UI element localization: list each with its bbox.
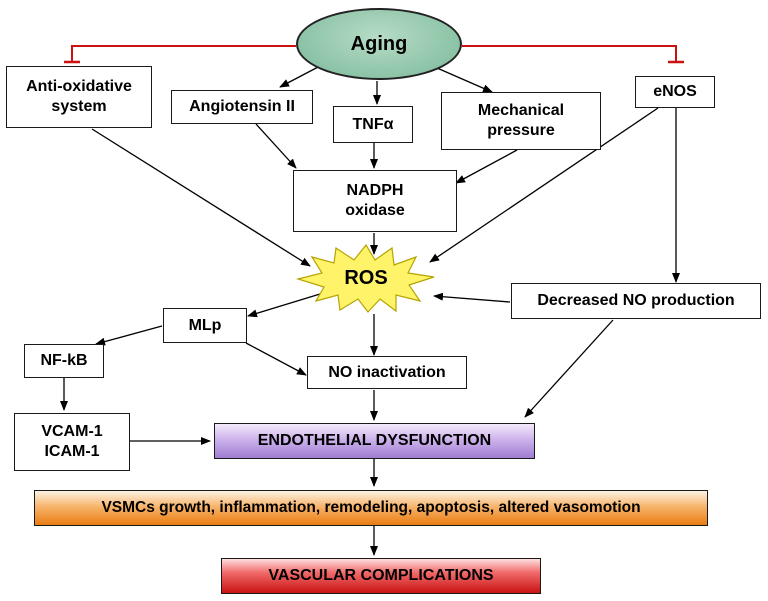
tnf-box: TNFα	[333, 106, 413, 143]
inhibition-aging-enos	[462, 45, 684, 64]
arrow-mechanical-nadph	[455, 149, 518, 184]
anti-oxidative-line2: system	[51, 98, 107, 115]
vcam-line1: VCAM-1	[41, 423, 103, 440]
arrow-enos-ros	[429, 107, 659, 263]
endothelial-dysfunction-box: ENDOTHELIAL DYSFUNCTION	[214, 423, 535, 459]
enos-label: eNOS	[653, 83, 697, 100]
decreased-no-label: Decreased NO production	[537, 292, 735, 309]
nfkb-box: NF-kB	[24, 344, 104, 378]
mlp-box: MLp	[163, 308, 247, 343]
arrow-angiotensin-nadph	[255, 123, 297, 169]
mechanical-line2: pressure	[487, 122, 555, 139]
vsmc-label: VSMCs growth, inflammation, remodeling, …	[101, 499, 641, 516]
angiotensin-box: Angiotensin II	[171, 90, 313, 124]
arrow-aging-mechanical	[436, 67, 493, 93]
angiotensin-label: Angiotensin II	[189, 98, 295, 115]
mechanical-pressure-box: Mechanical pressure	[441, 92, 601, 150]
enos-box: eNOS	[635, 76, 715, 108]
ros-label: ROS	[344, 266, 388, 289]
nadph-oxidase-box: NADPH oxidase	[293, 170, 457, 232]
no-inactivation-box: NO inactivation	[307, 356, 467, 389]
arrow-antioxidative-ros	[91, 128, 311, 267]
no-inactivation-label: NO inactivation	[328, 363, 446, 381]
tnf-label: TNFα	[352, 115, 394, 133]
ros-node: ROS	[296, 243, 436, 313]
arrow-decreased-no-ros	[433, 292, 511, 303]
arrow-aging-angiotensin	[279, 65, 321, 88]
vsmc-outcomes-box: VSMCs growth, inflammation, remodeling, …	[34, 490, 708, 526]
aging-label: Aging	[350, 32, 408, 55]
vascular-label: VASCULAR COMPLICATIONS	[268, 567, 494, 584]
endothelial-label: ENDOTHELIAL DYSFUNCTION	[257, 432, 492, 449]
arrow-mlp-nfkb	[95, 325, 163, 346]
mlp-label: MLp	[188, 316, 222, 334]
vcam-icam-box: VCAM-1 ICAM-1	[14, 413, 130, 471]
nadph-line2: oxidase	[345, 202, 405, 219]
anti-oxidative-line1: Anti-oxidative	[26, 78, 132, 95]
decreased-no-production-box: Decreased NO production	[511, 283, 761, 319]
anti-oxidative-system-box: Anti-oxidative system	[6, 66, 152, 128]
vascular-complications-box: VASCULAR COMPLICATIONS	[221, 558, 541, 594]
mechanical-line1: Mechanical	[477, 102, 565, 119]
vcam-line2: ICAM-1	[44, 443, 100, 460]
arrow-decreased-no-endothelial	[524, 319, 614, 418]
aging-node: Aging	[296, 8, 462, 80]
arrow-mlp-no-inactivation	[245, 342, 307, 376]
ros-burst-icon	[296, 243, 435, 313]
nfkb-label: NF-kB	[40, 352, 88, 369]
arrow-ros-mlp	[247, 293, 321, 318]
nadph-line1: NADPH	[346, 182, 404, 199]
inhibition-aging-antioxidative	[64, 45, 296, 64]
